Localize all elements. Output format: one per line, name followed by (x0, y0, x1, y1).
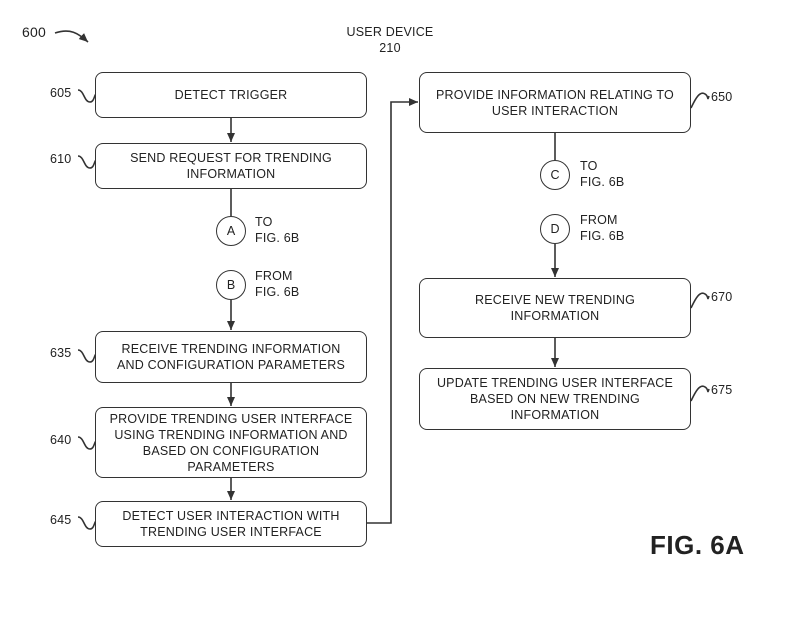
device-title: USER DEVICE (346, 25, 434, 39)
step-box-635: RECEIVE TRENDING INFORMATION AND CONFIGU… (95, 331, 367, 383)
ref-leader-675 (690, 385, 710, 402)
connector-D: D (540, 214, 570, 244)
step-ref-640: 640 (50, 433, 72, 447)
ref-leader-670 (690, 292, 710, 309)
device-ref: 210 (379, 41, 401, 55)
connector-A-note: TO FIG. 6B (255, 215, 300, 245)
step-ref-635: 635 (50, 346, 72, 360)
step-ref-610: 610 (50, 152, 72, 166)
ref-leader-635 (77, 349, 97, 363)
step-ref-645: 645 (50, 513, 72, 527)
step-box-645: DETECT USER INTERACTION WITH TRENDING US… (95, 501, 367, 547)
ref-leader-650 (690, 92, 710, 109)
step-box-605: DETECT TRIGGER (95, 72, 367, 118)
step-ref-675: 675 (711, 383, 733, 397)
ref-leader-605 (77, 89, 97, 103)
figure-ref-arrow (54, 30, 89, 43)
step-ref-670: 670 (711, 290, 733, 304)
connector-C: C (540, 160, 570, 190)
ref-leader-645 (77, 516, 97, 530)
step-ref-605: 605 (50, 86, 72, 100)
connector-C-note: TO FIG. 6B (580, 159, 625, 189)
step-box-650: PROVIDE INFORMATION RELATING TO USER INT… (419, 72, 691, 133)
step-box-610: SEND REQUEST FOR TRENDING INFORMATION (95, 143, 367, 189)
step-ref-650: 650 (711, 90, 733, 104)
step-box-640: PROVIDE TRENDING USER INTERFACE USING TR… (95, 407, 367, 478)
arrow-645-650 (367, 98, 418, 524)
ref-leader-610 (77, 155, 97, 169)
step-box-675: UPDATE TRENDING USER INTERFACE BASED ON … (419, 368, 691, 430)
ref-leader-640 (77, 436, 97, 450)
figure-label: FIG. 6A (650, 530, 745, 560)
figure-ref-number: 600 (22, 24, 46, 40)
connector-B: B (216, 270, 246, 300)
connector-D-note: FROM FIG. 6B (580, 213, 625, 243)
connector-A: A (216, 216, 246, 246)
step-box-670: RECEIVE NEW TRENDING INFORMATION (419, 278, 691, 338)
connector-B-note: FROM FIG. 6B (255, 269, 300, 299)
